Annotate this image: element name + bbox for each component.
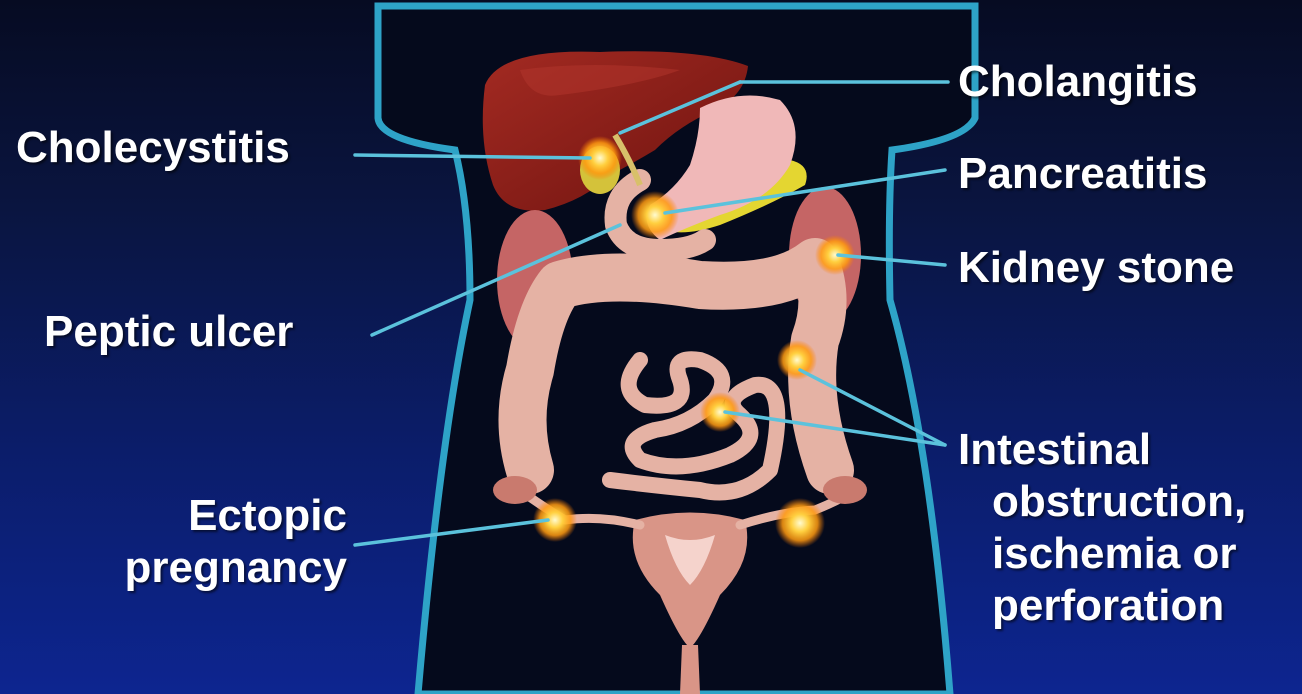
right-ovary (493, 476, 537, 504)
label-pancreatitis: Pancreatitis (958, 148, 1207, 200)
label-intestinal-line-2: obstruction, (958, 476, 1246, 528)
label-ectopic-line-1: Ectopic (124, 490, 347, 542)
label-kidney-stone: Kidney stone (958, 242, 1234, 294)
label-ectopic-pregnancy: Ectopic pregnancy (124, 490, 347, 594)
label-intestinal-line-1: Intestinal (958, 424, 1246, 476)
label-cholecystitis: Cholecystitis (16, 122, 290, 174)
label-peptic-ulcer: Peptic ulcer (44, 306, 293, 358)
label-intestinal-line-4: perforation (958, 580, 1246, 632)
vagina (680, 645, 700, 694)
label-intestinal: Intestinal obstruction, ischemia or perf… (958, 424, 1246, 632)
hotspot-ectopic-left (775, 498, 825, 548)
left-ovary (823, 476, 867, 504)
label-ectopic-line-2: pregnancy (124, 542, 347, 594)
label-intestinal-line-3: ischemia or (958, 528, 1246, 580)
label-cholangitis: Cholangitis (958, 56, 1198, 108)
hotspot-pancreatitis (631, 191, 679, 239)
